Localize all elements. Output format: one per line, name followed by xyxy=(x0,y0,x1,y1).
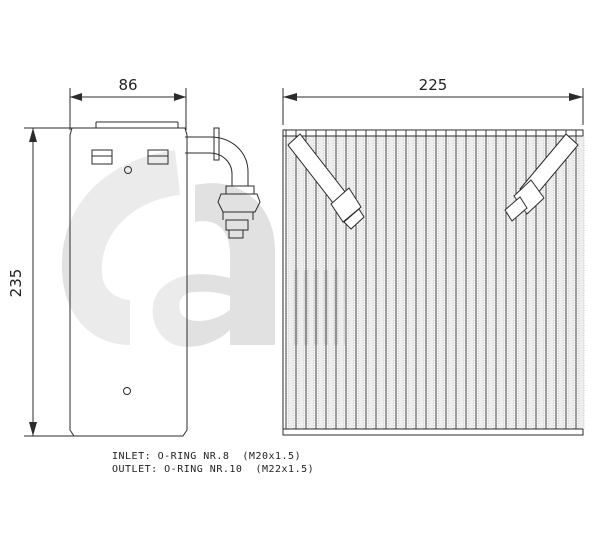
dimension-height: 235 xyxy=(7,269,25,298)
fin-strip xyxy=(407,135,415,430)
fin-strip xyxy=(497,135,505,430)
fin-strip xyxy=(417,135,425,430)
dimension-side-width: 86 xyxy=(118,76,137,94)
fin-strip xyxy=(397,135,405,430)
dimension-lines xyxy=(24,88,584,437)
fin-strip xyxy=(427,135,435,430)
fin-strip xyxy=(307,135,315,430)
fin-strip xyxy=(487,135,495,430)
fin-strip xyxy=(577,135,585,430)
fin-strip xyxy=(387,135,395,430)
outlet-pipe xyxy=(504,133,579,222)
fin-strip xyxy=(507,135,515,430)
fin-strip xyxy=(367,135,375,430)
fin-strip xyxy=(457,135,465,430)
inlet-note: INLET: O-RING NR.8 (M20x1.5) xyxy=(112,451,301,462)
fin-strip xyxy=(357,135,365,430)
fin-strip xyxy=(297,135,305,430)
fin-strip xyxy=(467,135,475,430)
outlet-note: OUTLET: O-RING NR.10 (M22x1.5) xyxy=(112,464,314,475)
fin-strip xyxy=(347,135,355,430)
fin-strip xyxy=(437,135,445,430)
dimension-core-width: 225 xyxy=(419,76,448,94)
fin-strip xyxy=(517,135,525,430)
inlet-pipe xyxy=(287,133,365,230)
fin-strip xyxy=(447,135,455,430)
fin-strip xyxy=(477,135,485,430)
fin-strip xyxy=(377,135,385,430)
fin-strip xyxy=(287,135,295,430)
core-fins xyxy=(285,130,585,430)
side-view xyxy=(69,121,261,437)
core-view xyxy=(282,129,585,436)
fin-strip xyxy=(567,135,575,430)
fin-strip xyxy=(557,135,565,430)
fin-strip xyxy=(337,135,345,430)
